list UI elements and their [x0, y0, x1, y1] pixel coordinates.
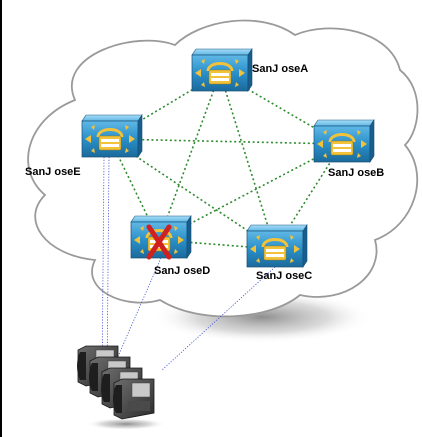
mesh-link-a-c [219, 72, 276, 250]
mesh-link-b-e [109, 138, 343, 145]
call-manager-server-icon [80, 113, 144, 159]
node-a: SanJ oseA [190, 47, 308, 93]
phone-link-c [161, 266, 276, 371]
node-d: SanJ oseD [129, 214, 210, 277]
nodes-layer: SanJ oseA SanJ oseB SanJ oseC SanJ oseD SanJ… [25, 47, 384, 282]
failure-x-icon [146, 224, 172, 260]
call-manager-server-icon [312, 118, 376, 164]
phone-link-d [105, 257, 162, 385]
call-manager-server-icon [245, 223, 309, 269]
node-c: SanJ oseC [245, 223, 312, 282]
phone-links [101, 156, 276, 385]
node-label-c: SanJ oseC [256, 270, 312, 282]
ip-phone-group-icon [76, 345, 166, 430]
cloud-shape [27, 19, 419, 318]
node-label-d: SanJ oseD [154, 265, 210, 277]
node-e: SanJ oseE [25, 113, 144, 178]
node-label-b: SanJ oseB [328, 167, 384, 179]
mesh-link-a-d [158, 72, 221, 241]
node-b: SanJ oseB [312, 118, 384, 179]
node-label-a: SanJ oseA [252, 63, 308, 75]
node-label-e: SanJ oseE [25, 166, 81, 178]
call-manager-server-icon [190, 47, 254, 93]
